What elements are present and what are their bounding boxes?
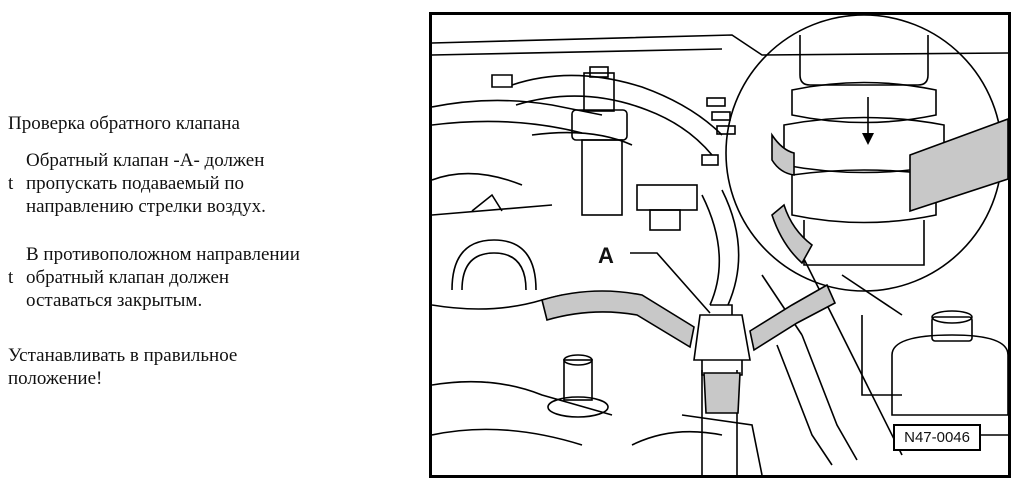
line-drawing (432, 15, 1008, 475)
section-heading: Проверка обратного клапана (8, 113, 240, 134)
valve-callout-label: A (598, 243, 614, 268)
step-line: направлению стрелки воздух. (26, 196, 266, 217)
step-line: пропускать подаваемый по (26, 173, 245, 194)
step-text: В противоположном направлении обратный к… (26, 243, 300, 312)
step-line: обратный клапан должен (26, 267, 230, 288)
step-text: Обратный клапан -А- должен пропускать по… (26, 149, 266, 218)
step-bullet: t (8, 173, 14, 194)
note-line: Устанавливать в правильное (8, 345, 238, 366)
installation-note: Устанавливать в правильное положение! (8, 344, 338, 390)
step-bullet: t (8, 267, 14, 288)
step-line: оставаться закрытым. (26, 290, 203, 311)
step-line: Обратный клапан -А- должен (26, 150, 265, 171)
engine-bay-illustration: A N47-0046 (429, 12, 1011, 478)
hose-shading (541, 118, 1008, 414)
step-line: В противоположном направлении (26, 244, 300, 265)
note-line: положение! (8, 368, 103, 389)
figure-code: N47-0046 (893, 424, 981, 451)
